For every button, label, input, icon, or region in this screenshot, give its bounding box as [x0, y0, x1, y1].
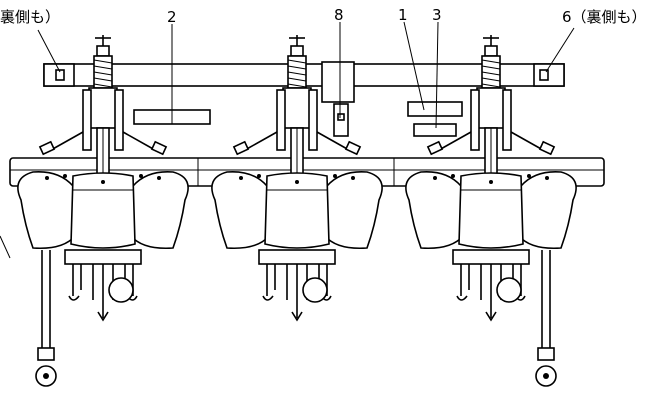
- right-leg: [535, 250, 557, 387]
- warning-plate-3: [413, 123, 457, 137]
- leader-lines: [37, 21, 575, 129]
- gearbox: [321, 61, 355, 137]
- callout-1: 1: [398, 6, 408, 24]
- callout-back-side-note: 裏側も）: [0, 8, 60, 26]
- callout-8: 8: [334, 6, 344, 24]
- warning-plate-1: [407, 101, 463, 117]
- callout-2: 2: [167, 8, 177, 26]
- left-leg: [35, 250, 57, 387]
- callout-3: 3: [432, 6, 442, 24]
- left-edge-leader: [0, 235, 11, 259]
- callout-6: 6（裏側も）: [562, 8, 647, 26]
